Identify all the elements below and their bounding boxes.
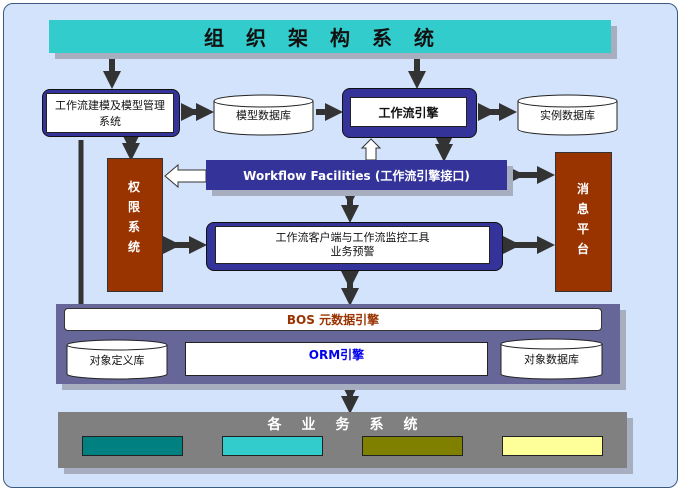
business-system-swatch-3 xyxy=(362,436,463,456)
orm-label: ORM引擎 xyxy=(308,348,365,362)
object-def-db-cylinder: 对象定义库 xyxy=(66,339,168,380)
engine-label: 工作流引擎 xyxy=(350,97,467,127)
object-db-cylinder: 对象数据库 xyxy=(500,338,603,380)
object-db-label: 对象数据库 xyxy=(524,353,579,366)
message-label: 消息平台 xyxy=(577,182,590,256)
permission-label: 权限系统 xyxy=(128,180,141,254)
hollow-arrow-to-permission xyxy=(164,163,207,189)
org-structure-label: 组织架构系统 xyxy=(204,26,456,50)
model-db-label: 模型数据库 xyxy=(236,109,291,122)
org-structure-bar: 组织架构系统 xyxy=(49,20,611,53)
object-def-db-label: 对象定义库 xyxy=(89,353,145,367)
business-system-swatch-1 xyxy=(82,436,183,456)
bos-metadata-engine-bar: BOS 元数据引擎 xyxy=(64,308,602,331)
bos-label: BOS 元数据引擎 xyxy=(286,313,380,327)
business-system-swatch-2 xyxy=(222,436,323,456)
model-db-cylinder: 模型数据库 xyxy=(213,94,314,136)
facilities-label: Workflow Facilities (工作流引擎接口) xyxy=(243,168,470,183)
business-system-swatch-4 xyxy=(502,436,603,456)
client-label: 工作流客户端与工作流监控工具 业务预警 xyxy=(215,226,490,264)
instance-db-label: 实例数据库 xyxy=(540,109,595,122)
instance-db-cylinder: 实例数据库 xyxy=(517,94,618,136)
hollow-arrow-to-engine xyxy=(360,138,382,161)
modeling-label: 工作流建模及模型管理系统 xyxy=(46,93,174,133)
orm-engine-box: ORM引擎 xyxy=(185,342,488,376)
workflow-facilities-bar: Workflow Facilities (工作流引擎接口) xyxy=(206,160,507,190)
client-label-line1: 工作流客户端与工作流监控工具 xyxy=(275,231,430,244)
business-systems-label: 各业务系统 xyxy=(267,417,438,433)
permission-box: 权限系统 xyxy=(107,158,163,292)
message-platform-box: 消息平台 xyxy=(555,152,612,292)
client-label-line2: 业务预警 xyxy=(330,245,375,258)
